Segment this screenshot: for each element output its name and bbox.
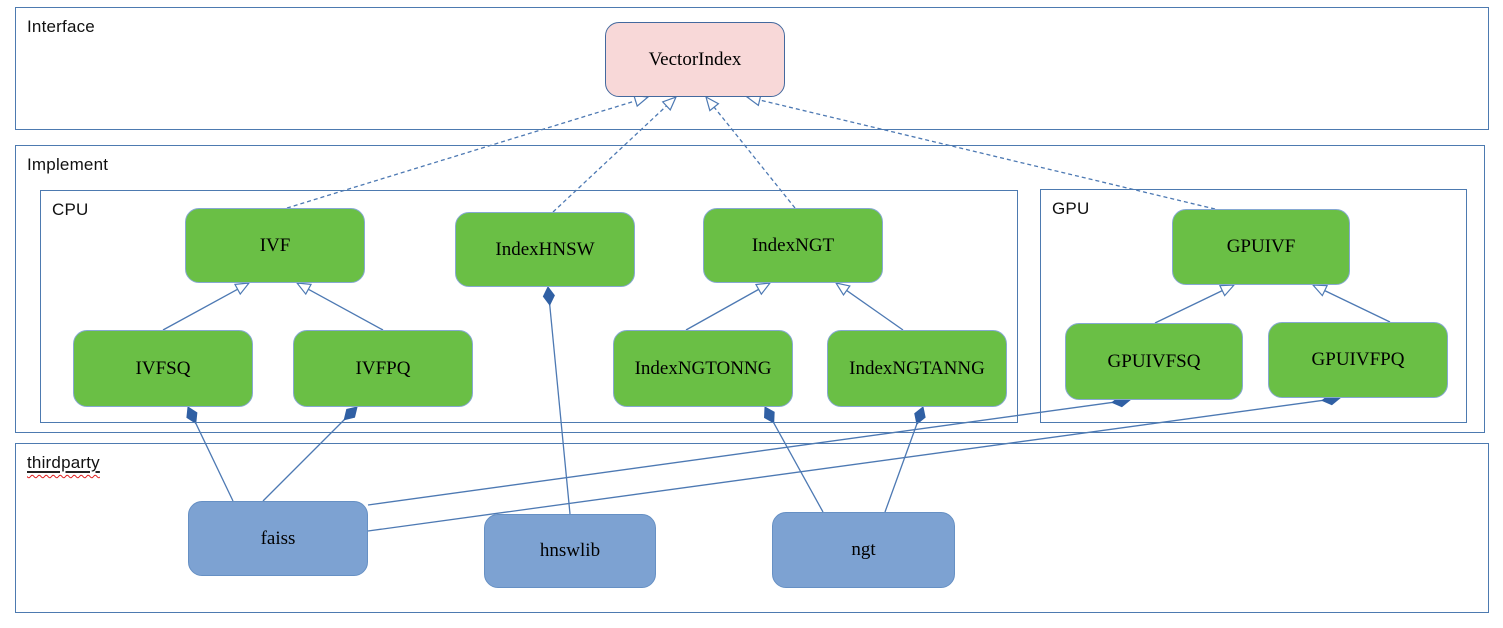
hollow-arrowhead <box>705 95 720 112</box>
node-indexngtonng: IndexNGTONNG <box>613 330 793 407</box>
composition-diamond <box>186 406 198 425</box>
node-gpuivf-label: GPUIVF <box>1226 236 1296 257</box>
section-thirdparty-label-text: thirdparty <box>27 453 100 472</box>
hollow-arrowhead <box>755 282 772 296</box>
section-thirdparty-label: thirdparty <box>27 453 100 473</box>
composition-diamond <box>914 406 926 425</box>
edge-faiss-composes-ivfsq <box>186 406 234 502</box>
node-indexhnsw-label: IndexHNSW <box>495 238 595 260</box>
node-indexngt: IndexNGT <box>703 208 883 283</box>
hollow-arrowhead <box>1218 284 1236 297</box>
edge-hnswlib-composes-indexhnsw <box>542 286 571 515</box>
edge-ngt-composes-indexngtanng <box>884 406 926 513</box>
section-thirdparty: thirdparty <box>15 443 1489 613</box>
section-gpu: GPU <box>1040 189 1467 423</box>
hollow-arrowhead <box>834 282 851 297</box>
edge-gpuivfpq-extends-gpuivf <box>1311 284 1391 323</box>
node-ivfpq-label: IVFPQ <box>355 357 411 379</box>
node-vectorindex-label: VectorIndex <box>648 48 742 70</box>
node-ngt: ngt <box>772 512 955 588</box>
edge-gpuivfsq-extends-gpuivf <box>1154 284 1236 324</box>
section-interface: Interface <box>15 7 1489 130</box>
node-gpuivfpq-label: GPUIVFPQ <box>1311 349 1405 370</box>
node-faiss: faiss <box>188 501 368 576</box>
node-faiss-label: faiss <box>260 527 296 549</box>
node-gpuivf: GPUIVF <box>1172 209 1350 285</box>
node-indexngtanng: IndexNGTANNG <box>827 330 1007 407</box>
hollow-arrowhead <box>295 282 313 296</box>
hollow-arrowhead <box>1311 284 1329 297</box>
node-indexngtanng-label: IndexNGTANNG <box>849 357 985 379</box>
composition-diamond <box>542 286 555 306</box>
hollow-arrowhead <box>661 95 678 111</box>
section-interface-label: Interface <box>27 17 95 36</box>
node-hnswlib-label: hnswlib <box>539 540 601 561</box>
node-ngt-label: ngt <box>851 539 876 560</box>
node-ivfsq: IVFSQ <box>73 330 253 407</box>
edge-ivfpq-extends-ivf <box>295 282 384 331</box>
section-cpu-label: CPU <box>52 200 89 219</box>
composition-diamond <box>343 406 358 421</box>
edge-indexhnsw-implements-vectorindex <box>552 95 678 213</box>
section-gpu-label: GPU <box>1052 199 1090 218</box>
node-gpuivfsq: GPUIVFSQ <box>1065 323 1243 400</box>
edge-indexngtonng-extends-indexngt <box>685 282 772 331</box>
node-indexngtonng-label: IndexNGTONNG <box>634 357 772 379</box>
node-ivfpq: IVFPQ <box>293 330 473 407</box>
node-gpuivfsq-label: GPUIVFSQ <box>1107 350 1201 372</box>
section-implement: Implement <box>15 145 1485 433</box>
node-indexngt-label: IndexNGT <box>751 234 835 256</box>
hollow-arrowhead <box>233 282 251 296</box>
node-ivf: IVF <box>185 208 365 283</box>
node-gpuivfpq: GPUIVFPQ <box>1268 322 1448 398</box>
node-indexhnsw: IndexHNSW <box>455 212 635 287</box>
edge-ivfsq-extends-ivf <box>162 282 251 331</box>
node-ivfsq-label: IVFSQ <box>135 357 191 379</box>
section-implement-label: Implement <box>27 155 109 174</box>
node-hnswlib: hnswlib <box>484 514 656 588</box>
node-vectorindex: VectorIndex <box>605 22 785 97</box>
section-cpu: CPU <box>40 190 1018 423</box>
node-ivf-label: IVF <box>259 234 291 256</box>
edge-indexngtanng-extends-indexngt <box>834 282 904 331</box>
